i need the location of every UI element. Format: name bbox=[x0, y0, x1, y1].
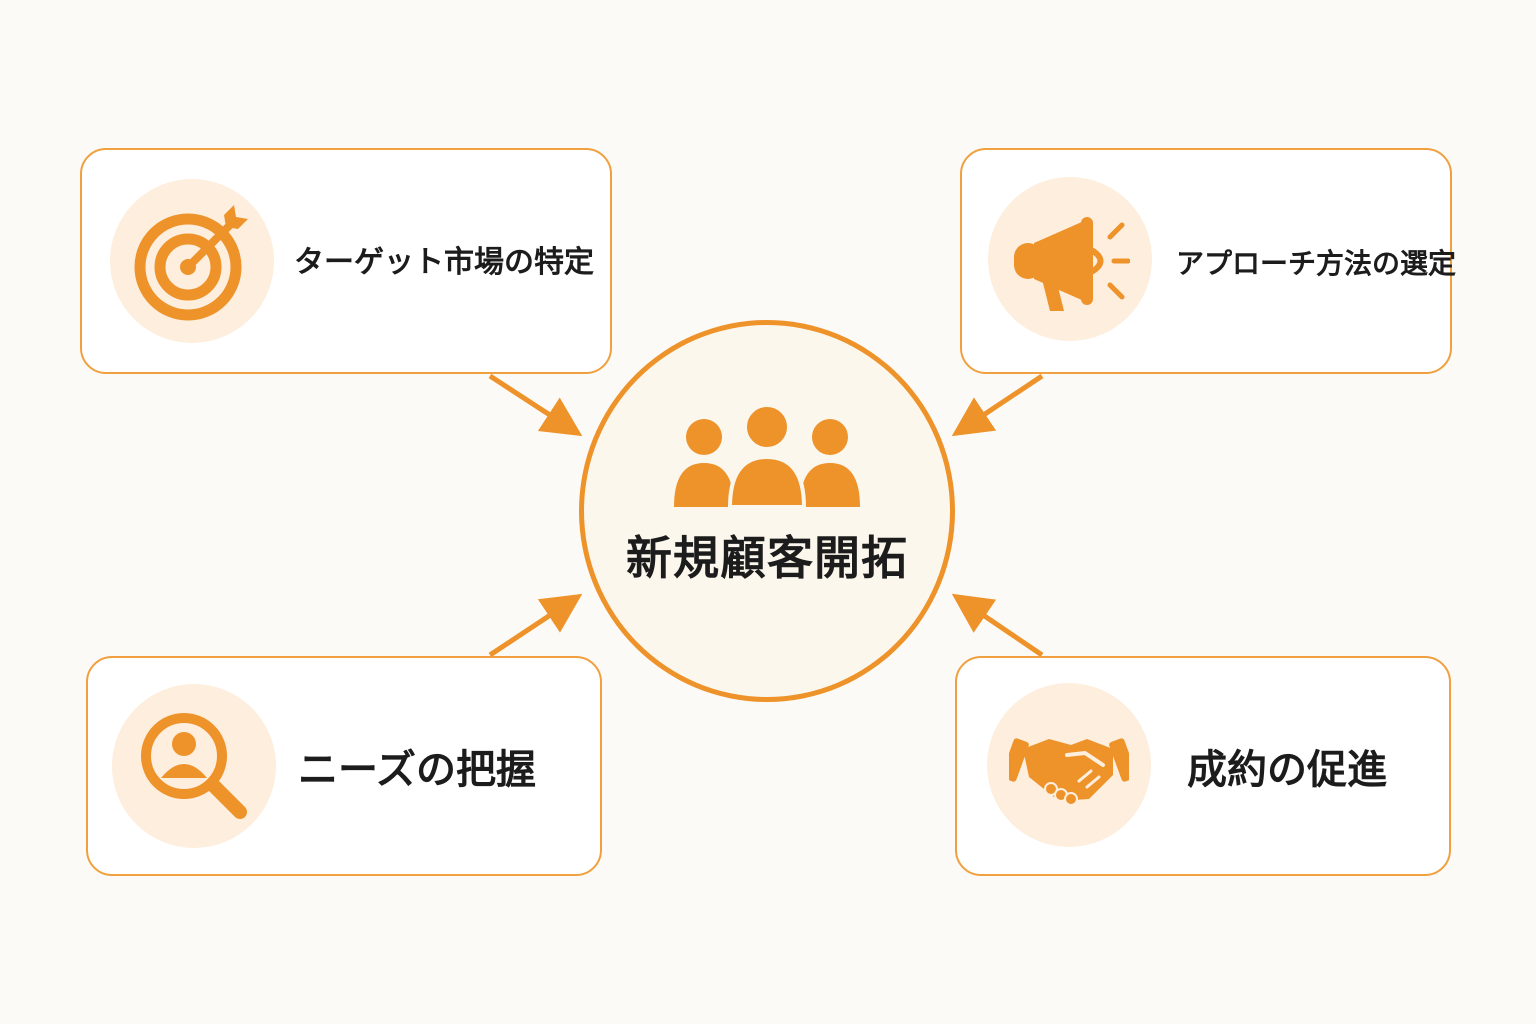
people-group-icon bbox=[674, 403, 860, 507]
card-needs: ニーズの把握 bbox=[86, 656, 602, 876]
card-label: アプローチ方法の選定 bbox=[1176, 247, 1457, 280]
card-label: 成約の促進 bbox=[1187, 747, 1387, 793]
handshake-icon bbox=[1009, 738, 1129, 806]
icon-circle bbox=[987, 683, 1151, 847]
card-label: ニーズの把握 bbox=[298, 747, 536, 793]
card-approach-method: アプローチ方法の選定 bbox=[960, 148, 1456, 374]
icon-circle bbox=[112, 684, 276, 848]
arrow-target-to-center bbox=[488, 373, 583, 437]
arrow-approach-to-center bbox=[951, 373, 1044, 437]
search-person-icon bbox=[141, 713, 247, 819]
icon-circle bbox=[988, 177, 1152, 341]
arrow-closing-to-center bbox=[951, 593, 1044, 658]
card-closing: 成約の促進 bbox=[955, 656, 1451, 876]
card-target-market: ターゲット市場の特定 bbox=[80, 148, 612, 374]
arrow-needs-to-center bbox=[488, 593, 583, 658]
megaphone-icon bbox=[1014, 217, 1130, 311]
center-title: 新規顧客開拓 bbox=[626, 531, 908, 585]
target-icon bbox=[134, 205, 248, 321]
card-label: ターゲット市場の特定 bbox=[294, 245, 594, 280]
center-node: 新規顧客開拓 bbox=[579, 320, 955, 702]
icon-circle bbox=[110, 179, 274, 343]
